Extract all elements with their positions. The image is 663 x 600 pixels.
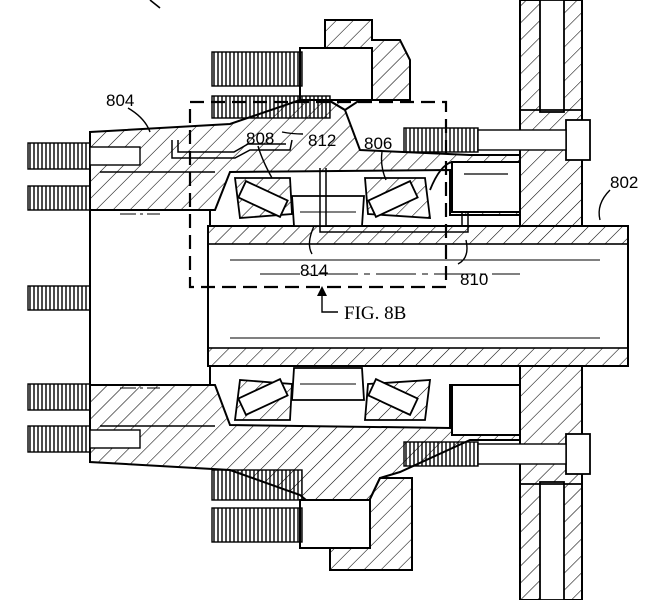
leader-arrowhead (317, 286, 327, 296)
stud-left-2 (27, 185, 91, 211)
stud-left-1 (27, 142, 141, 170)
label-808: 808 (246, 129, 274, 148)
shaft (207, 225, 629, 367)
bolt-top-1 (211, 51, 303, 87)
retainer-sleeve-lower (451, 384, 521, 436)
seal-812 (171, 139, 293, 159)
leader-lines (127, 107, 611, 313)
detail-box (188, 100, 448, 289)
upper-bolt-block (299, 19, 411, 112)
top-arrow-stub (149, 0, 161, 9)
label-802: 802 (610, 173, 638, 192)
label-806: 806 (364, 134, 392, 153)
stud-left-5 (27, 425, 141, 453)
bearing-upper-left (233, 177, 293, 219)
bolt-top-2 (211, 95, 331, 119)
bolt-bottom-1 (211, 469, 303, 501)
bolt-right-lower (403, 441, 567, 467)
spacer-upper (291, 195, 365, 227)
label-812: 812 (308, 131, 336, 150)
retainer-sleeve-upper (429, 161, 521, 213)
bearing-upper-right (364, 177, 432, 219)
bolt-bottom-2 (211, 507, 303, 543)
bearing-lower-right (364, 377, 432, 421)
inner-retainer-810 (319, 168, 469, 233)
spacer-lower (291, 367, 365, 401)
stud-left-3 (27, 285, 91, 311)
label-fig-8b: FIG. 8B (344, 303, 406, 324)
stud-left-4 (27, 383, 91, 411)
hub-housing (89, 96, 521, 521)
bearing-lower-left (233, 377, 293, 421)
bolt-right-upper (403, 127, 567, 153)
label-804: 804 (106, 91, 134, 110)
label-810: 810 (460, 270, 488, 289)
label-814: 814 (300, 261, 328, 280)
